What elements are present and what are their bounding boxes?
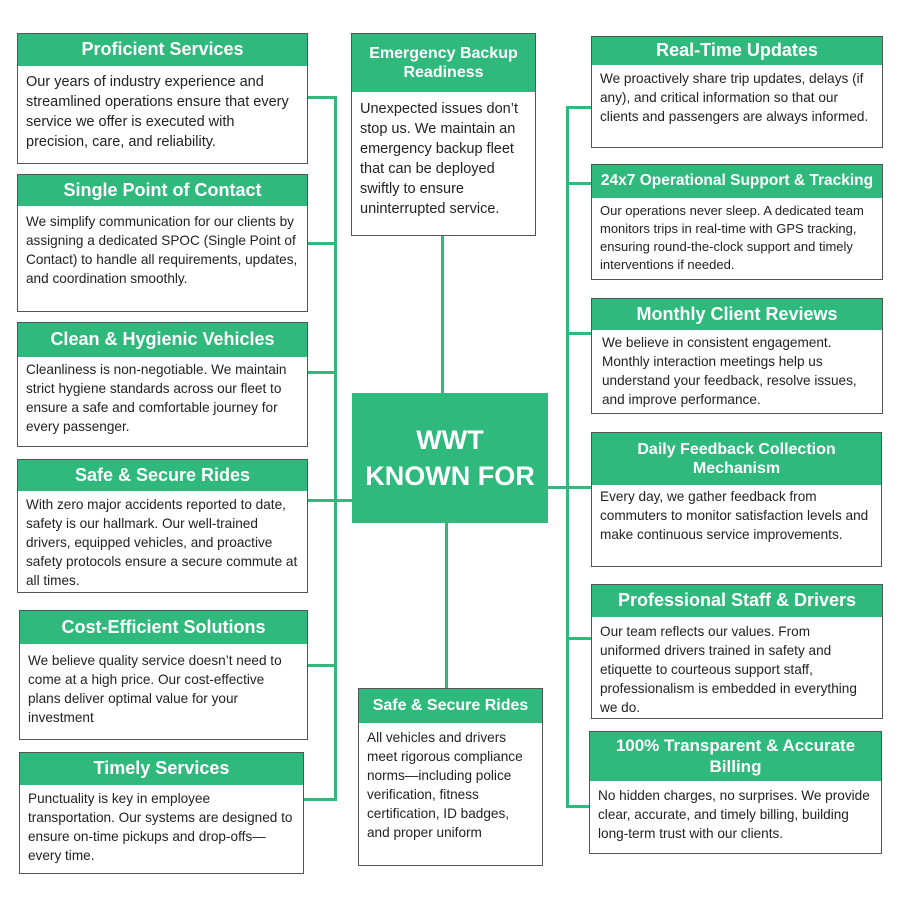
- card-title: Clean & Hygienic Vehicles: [18, 323, 307, 357]
- card-text: We believe in consistent engagement. Mon…: [602, 335, 857, 407]
- connector: [566, 106, 592, 109]
- connector: [445, 522, 448, 689]
- card-title: Single Point of Contact: [18, 175, 307, 206]
- connector: [303, 798, 336, 801]
- card-title: Proficient Services: [18, 34, 307, 66]
- card-title: 24x7 Operational Support & Tracking: [592, 165, 882, 198]
- card-text: Our operations never sleep. A dedicated …: [600, 203, 864, 272]
- connector: [441, 235, 444, 395]
- connector: [566, 637, 592, 640]
- central-node: WWT KNOWN FOR: [352, 393, 548, 523]
- card-cost-efficient-solutions: Cost-Efficient Solutions We believe quali…: [19, 610, 308, 740]
- card-transparent-billing: 100% Transparent & Accurate Billing No hi…: [589, 731, 882, 854]
- connector: [566, 106, 569, 807]
- connector: [547, 486, 592, 489]
- card-title: Safe & Secure Rides: [359, 689, 542, 723]
- connector: [307, 96, 336, 99]
- card-single-point-of-contact: Single Point of Contact We simplify commu…: [17, 174, 308, 312]
- center-title-line2: KNOWN FOR: [365, 461, 535, 491]
- card-text: We simplify communication for our client…: [26, 214, 298, 286]
- card-text: With zero major accidents reported to da…: [26, 497, 298, 588]
- connector: [307, 242, 336, 245]
- connector: [566, 805, 590, 808]
- card-text: Unexpected issues don’t stop us. We main…: [360, 101, 518, 217]
- card-title: Professional Staff & Drivers: [592, 585, 882, 617]
- connector: [307, 664, 336, 667]
- card-title: 100% Transparent & Accurate Billing: [590, 732, 881, 781]
- card-text: Cleanliness is non-negotiable. We mainta…: [26, 362, 287, 434]
- connector: [566, 332, 592, 335]
- card-title: Safe & Secure Rides: [18, 460, 307, 491]
- card-title: Cost-Efficient Solutions: [20, 611, 307, 644]
- card-text: No hidden charges, no surprises. We prov…: [598, 788, 870, 841]
- card-text: All vehicles and drivers meet rigorous c…: [367, 730, 523, 840]
- connector: [307, 499, 353, 502]
- card-title: Monthly Client Reviews: [592, 299, 882, 330]
- card-monthly-client-reviews: Monthly Client Reviews We believe in cons…: [591, 298, 883, 414]
- card-text: Our team reflects our values. From unifo…: [600, 624, 857, 715]
- card-text: Our years of industry experience and str…: [26, 74, 289, 150]
- card-text: Every day, we gather feedback from commu…: [600, 489, 869, 542]
- card-real-time-updates: Real-Time Updates We proactively share tr…: [591, 36, 883, 148]
- center-title-line1: WWT: [416, 424, 484, 455]
- card-title: Real-Time Updates: [592, 37, 882, 65]
- card-text: We believe quality service doesn’t need …: [28, 653, 282, 725]
- connector: [307, 371, 336, 374]
- connector: [334, 96, 337, 801]
- card-text: Punctuality is key in employee transport…: [28, 791, 293, 863]
- card-title: Emergency Backup Readiness: [352, 34, 535, 92]
- connector: [566, 182, 592, 185]
- card-title: Timely Services: [20, 753, 303, 785]
- card-text: We proactively share trip updates, delay…: [600, 71, 869, 124]
- card-title: Daily Feedback Collection Mechanism: [592, 433, 881, 485]
